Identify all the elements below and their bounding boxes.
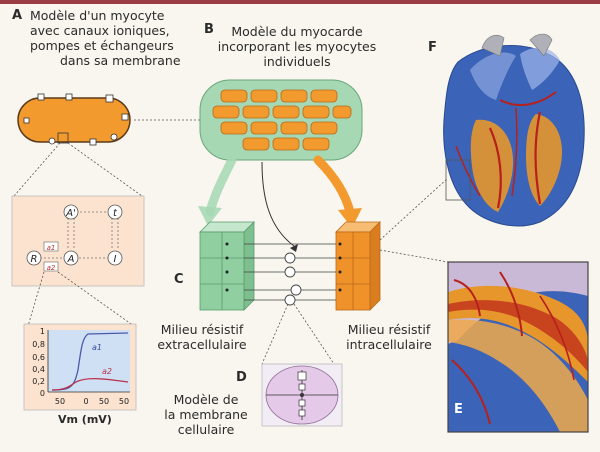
- panel-letter-a: A: [12, 8, 23, 23]
- state-t-label: t: [113, 208, 118, 219]
- panel-letter-c: C: [174, 272, 184, 287]
- heart-closeup: [447, 261, 589, 433]
- intracellular-block: [335, 221, 381, 311]
- myocyte-cell: [17, 93, 131, 146]
- y-tick: 0,2: [32, 377, 45, 386]
- arrow-to-membrane: [261, 161, 295, 247]
- panel-letter-f: F: [428, 40, 437, 55]
- extracellular-block: [199, 221, 255, 311]
- y-tick: 0,4: [32, 365, 45, 374]
- state-i-label: I: [114, 254, 117, 265]
- gating-plot: 1 0,8 0,6 0,4 0,2 0 50 0 50 50 a1 a2: [23, 323, 137, 411]
- caption-line: extracellulaire: [157, 337, 247, 352]
- caption-line: intracellulaire: [346, 337, 432, 352]
- caption-line: Milieu résistif: [160, 322, 244, 337]
- y-tick: 0,8: [32, 340, 45, 349]
- caption-extracellular: Milieu résistif extracellulaire: [152, 322, 252, 352]
- tissue-model: [199, 79, 363, 161]
- arrow-to-intracellular: [313, 155, 355, 217]
- y-tick: 1: [40, 327, 45, 336]
- caption-line: dans sa membrane: [60, 53, 181, 68]
- membrane-nodes: [284, 252, 302, 306]
- caption-line: individuels: [263, 54, 331, 69]
- caption-line: incorporant les myocytes: [217, 39, 377, 54]
- caption-line: Modèle d'un myocyte: [30, 8, 165, 23]
- heart-model: [443, 33, 585, 227]
- block-dots: [225, 242, 342, 292]
- plot-xlabel: Vm (mV): [58, 413, 112, 426]
- top-border: [0, 0, 600, 4]
- caption-intracellular: Milieu résistif intracellulaire: [338, 322, 440, 352]
- state-diagram-panel: R A A' t I a1 a2: [11, 195, 145, 287]
- state-a-prime-label: A': [65, 208, 76, 219]
- caption-line: avec canaux ioniques,: [30, 23, 170, 38]
- panel-letter-b: B: [204, 22, 214, 37]
- rate-label-a1: a1: [47, 244, 56, 252]
- caption-line: Modèle de: [173, 392, 239, 407]
- arrow-to-extracellular: [205, 155, 237, 217]
- caption-myocardium: Modèle du myocarde incorporant les myocy…: [208, 24, 386, 69]
- y-tick: 0,6: [32, 353, 45, 362]
- x-tick: 0: [83, 397, 88, 406]
- caption-line: pompes et échangeurs: [30, 38, 174, 53]
- membrane-model: [261, 363, 343, 427]
- x-tick: 50: [55, 397, 65, 406]
- caption-line: Milieu résistif: [347, 322, 431, 337]
- caption-line: Modèle du myocarde: [231, 24, 363, 39]
- x-tick: 50: [119, 397, 129, 406]
- caption-line: cellulaire: [177, 422, 235, 437]
- panel-letter-e: E: [454, 402, 463, 417]
- caption-line: la membrane: [164, 407, 248, 422]
- series-label-a2: a2: [102, 367, 112, 376]
- y-tick: 0: [40, 389, 45, 398]
- curve-a2: [51, 377, 129, 391]
- state-r-label: R: [31, 254, 38, 265]
- caption-membrane: Modèle de la membrane cellulaire: [156, 392, 256, 437]
- rate-label-a2: a2: [47, 264, 56, 272]
- state-a-label: A: [67, 254, 75, 265]
- caption-myocyte: Modèle d'un myocyte avec canaux ioniques…: [30, 8, 181, 68]
- series-label-a1: a1: [92, 343, 102, 352]
- x-tick: 50: [99, 397, 109, 406]
- panel-letter-d: D: [236, 370, 247, 385]
